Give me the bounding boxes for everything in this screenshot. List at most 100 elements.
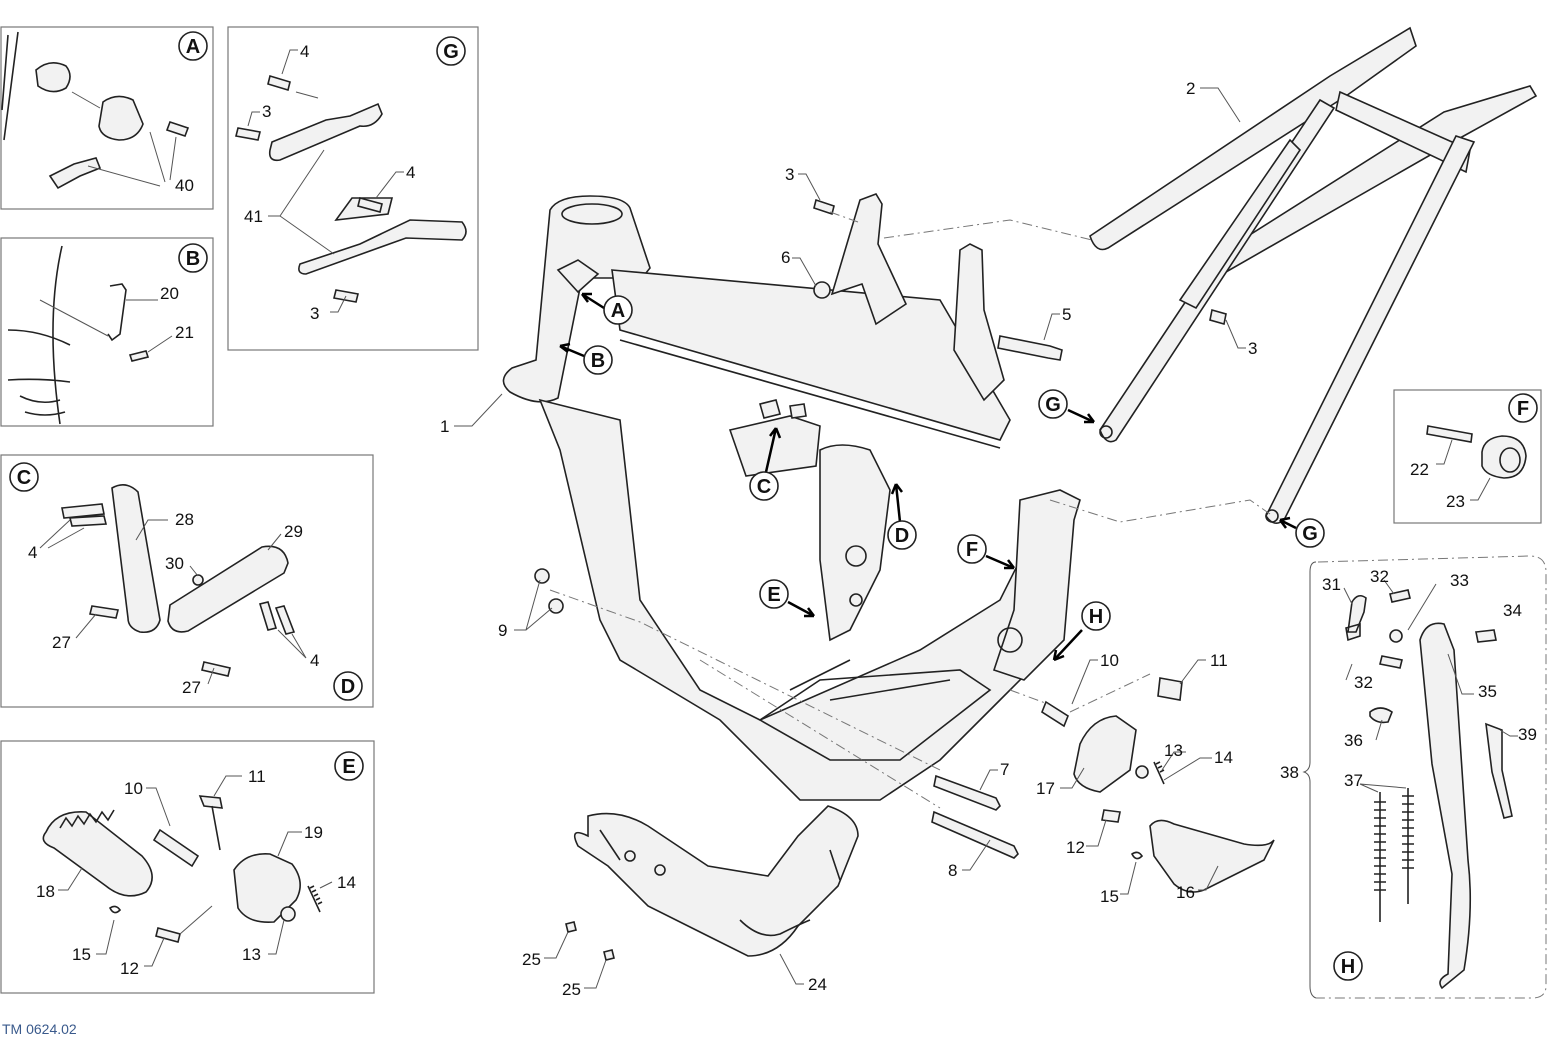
- part-number-3-g-bottom: 3: [310, 304, 319, 323]
- bolt-22: [1426, 425, 1473, 443]
- bolt-8: [931, 810, 1019, 859]
- part-number-5: 5: [1062, 305, 1071, 324]
- main-frame: [502, 193, 1081, 801]
- part-number-3-g-top: 3: [262, 102, 271, 121]
- part-number-37: 37: [1344, 771, 1363, 790]
- part-number-38: 38: [1280, 763, 1299, 782]
- part-number-6: 6: [781, 248, 790, 267]
- part-number-12: 12: [1066, 838, 1085, 857]
- callout-h: H: [1089, 606, 1103, 628]
- panel-b-badge: B: [186, 248, 200, 270]
- part-number-20: 20: [160, 284, 179, 303]
- arrow-h: [1052, 629, 1083, 662]
- washer-30: [192, 574, 204, 586]
- rod-39: [1485, 722, 1513, 819]
- arrow-g-top: [1067, 408, 1095, 424]
- bolts-4-left: [61, 503, 108, 527]
- part-number-3-right: 3: [1248, 339, 1257, 358]
- spring-15: [1130, 851, 1144, 860]
- callout-c: C: [757, 476, 771, 498]
- part-number-24: 24: [808, 975, 827, 994]
- callout-g-bottom: G: [1302, 523, 1318, 545]
- part-number-4-g-top: 4: [300, 42, 309, 61]
- spring-37-left: [1374, 792, 1386, 922]
- footrest-16: [1149, 819, 1275, 893]
- part-number-14: 14: [1214, 748, 1233, 767]
- bracket-29: [167, 545, 289, 633]
- bolt-12: [1101, 809, 1121, 823]
- callout-e: E: [767, 584, 780, 606]
- part-number-25b: 25: [562, 980, 581, 999]
- part-number-25a: 25: [522, 950, 541, 969]
- part-number-17: 17: [1036, 779, 1055, 798]
- part-number-27-right: 27: [182, 678, 201, 697]
- view-callouts: A B C D E F G G H: [559, 292, 1325, 662]
- bolt-12: [155, 927, 181, 943]
- part-number-41: 41: [244, 207, 263, 226]
- callout-g-top: G: [1045, 394, 1061, 416]
- nut-9a: [534, 568, 550, 584]
- bracket-17: [1073, 715, 1137, 793]
- callout-d: D: [895, 525, 909, 547]
- detail-panel-h: H 31 32 33 34 32 35 36 39 37 38: [1280, 555, 1547, 999]
- swingarm-pivot-plate: [819, 444, 891, 642]
- side-stand-35: [1419, 622, 1472, 990]
- bolt-32-bottom: [1379, 655, 1403, 669]
- screw-25b: [603, 949, 615, 961]
- bolt-4-g-bottom: [357, 197, 383, 213]
- footrest-bracket-upper: [268, 102, 383, 162]
- part-number-33: 33: [1450, 571, 1469, 590]
- part-number-29: 29: [284, 522, 303, 541]
- arrow-e: [787, 600, 815, 618]
- part-number-40: 40: [175, 176, 194, 195]
- bolt-3-right: [1209, 308, 1227, 326]
- part-number-10: 10: [1100, 651, 1119, 670]
- loose-parts: [534, 198, 1275, 893]
- pin-10: [1041, 700, 1069, 728]
- assembly-lines: [549, 211, 1271, 809]
- part-number-16: 16: [1176, 883, 1195, 902]
- bolt-11: [198, 795, 223, 851]
- rod-20: [107, 283, 127, 342]
- subframe-diagonal: [1178, 138, 1302, 310]
- part-number-21: 21: [175, 323, 194, 342]
- spring-37-right: [1402, 788, 1414, 904]
- panel-g-badge: G: [443, 41, 459, 63]
- bolt-3-top: [813, 198, 835, 216]
- pin-10: [152, 828, 200, 868]
- bolt-4-g-top: [267, 74, 291, 92]
- plate-36: [1369, 707, 1393, 724]
- part-number-30: 30: [165, 554, 184, 573]
- bolt-11: [1157, 677, 1183, 701]
- switch-31: [1345, 594, 1367, 642]
- part-number-18: 18: [36, 882, 55, 901]
- panel-a-badge: A: [186, 36, 200, 58]
- nut-6: [813, 281, 831, 299]
- part-number-28: 28: [175, 510, 194, 529]
- screw-21: [128, 350, 150, 362]
- ignition-pin: [165, 120, 190, 138]
- panel-e-badge: E: [342, 756, 355, 778]
- washer-13: [1135, 765, 1149, 779]
- arrow-g-bottom: [1279, 516, 1297, 530]
- ignition-key: [48, 157, 102, 190]
- part-number-8: 8: [948, 861, 957, 880]
- subframe-crossmember: [1335, 90, 1471, 174]
- bolt-27-left: [89, 605, 119, 619]
- ignition-mount-a: [556, 259, 600, 294]
- arrow-a: [581, 292, 605, 310]
- part-number-35: 35: [1478, 682, 1497, 701]
- ignition-switch-housing: [35, 62, 71, 93]
- bolt-3-g-top: [235, 127, 261, 141]
- part-number-11-e: 11: [248, 767, 266, 786]
- callout-b: B: [591, 350, 605, 372]
- document-code: TM 0624.02: [2, 1021, 77, 1037]
- frame-lower-plate: [758, 669, 992, 761]
- detail-panel-b: B 20 21: [0, 237, 214, 427]
- part-number-4-d: 4: [310, 651, 319, 670]
- panel-f-badge: F: [1517, 398, 1529, 420]
- detail-panel-c: C D 4 28 29 30 27 27 4: [0, 454, 374, 708]
- subframe-strut-right: [1265, 135, 1476, 524]
- bolt-7: [933, 774, 1001, 811]
